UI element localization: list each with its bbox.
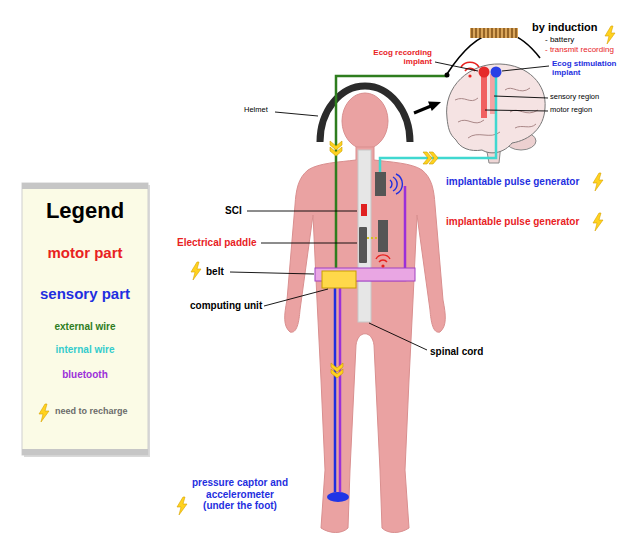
arrow-shaft — [414, 106, 431, 113]
region-label: motor region — [550, 106, 592, 115]
legend-text: need to recharge — [55, 406, 128, 416]
coil-turns — [472, 28, 516, 38]
bluetooth-link — [339, 288, 342, 492]
legend-entry: motor part — [22, 244, 148, 261]
stimulation-implant — [491, 67, 502, 78]
part-label: SCI — [225, 205, 242, 217]
legend-text: internal wire — [56, 344, 115, 355]
legend-text: sensory part — [40, 285, 130, 302]
legend-text: external wire — [54, 321, 115, 332]
arrow-head — [428, 102, 441, 112]
part-label: implantable pulse generator — [446, 216, 579, 228]
leader-line — [275, 112, 318, 116]
part-label: implantable pulse generator — [446, 176, 579, 188]
legend-swatch: sensory part — [40, 285, 130, 302]
wire-connector — [330, 141, 342, 156]
legend-entry: sensory part — [22, 285, 148, 302]
induction-note: - battery — [545, 35, 574, 44]
wireless-symbol — [381, 264, 384, 267]
legend-entry: need to recharge — [55, 406, 128, 416]
computing-unit — [322, 271, 356, 288]
leader-line — [261, 243, 357, 244]
sensor-wire — [334, 288, 337, 492]
legend-title: Legend — [25, 198, 145, 223]
legend-panel — [22, 183, 148, 455]
recharge-bolt — [191, 262, 201, 280]
pulse-generator — [375, 172, 386, 196]
electrical-paddle — [359, 227, 367, 263]
wireless-symbol — [468, 74, 471, 77]
spinal-cord — [358, 150, 371, 322]
legend-entry: bluetooth — [22, 369, 148, 381]
part-label: pressure captor and accelerometer (under… — [191, 477, 290, 512]
leader-line — [230, 272, 314, 274]
legend-entry: external wire — [22, 321, 148, 333]
wireless-symbol — [376, 255, 390, 262]
bluetooth-link — [356, 186, 405, 280]
recharge-bolt — [39, 404, 49, 422]
legend-text: motor part — [48, 244, 123, 261]
recording-implant — [479, 67, 490, 78]
legend-swatch: external wire — [54, 321, 115, 332]
legend-band — [22, 449, 148, 455]
part-label: computing unit — [190, 300, 262, 312]
recharge-bolt — [593, 173, 603, 191]
wire-connector — [331, 363, 343, 378]
leader-line — [369, 323, 427, 350]
external-wire — [336, 76, 447, 271]
induction-note: - transmit recording — [545, 45, 614, 54]
leader-lines — [230, 62, 549, 350]
paddle-link — [367, 237, 378, 239]
induction-title: by induction — [532, 21, 597, 34]
implant-label: Ecog recording implant — [366, 48, 432, 66]
wire-end — [445, 73, 450, 78]
leader-line — [494, 96, 548, 98]
wireless-symbol — [390, 174, 402, 194]
part-label: Helmet — [244, 106, 268, 115]
motor-region — [481, 74, 487, 118]
legend-swatch: motor part — [48, 244, 123, 261]
recharge-bolt — [605, 26, 615, 44]
body-head — [342, 93, 388, 149]
part-label: spinal cord — [430, 346, 483, 358]
recharge-bolt — [177, 497, 187, 515]
leader-line — [264, 289, 328, 306]
wire-connector — [423, 152, 438, 164]
legend-swatch: bluetooth — [62, 369, 108, 380]
leader-line — [502, 66, 549, 71]
recharge-bolt — [593, 213, 603, 231]
region-label: sensory region — [550, 93, 599, 102]
legend-text: bluetooth — [62, 369, 108, 380]
part-label: belt — [206, 266, 224, 278]
body-silhouette — [285, 147, 446, 533]
part-label: Electrical paddle — [177, 237, 256, 249]
pulse-generator — [378, 220, 388, 252]
sci-lesion — [361, 204, 367, 216]
foot-sensor — [327, 492, 349, 502]
legend-band — [22, 183, 148, 189]
legend-swatch: internal wire — [56, 344, 115, 355]
leader-line — [435, 62, 478, 71]
legend-entry: internal wire — [22, 344, 148, 356]
helmet — [320, 86, 410, 142]
leader-line — [485, 110, 548, 111]
coil — [470, 28, 518, 38]
internal-wire — [380, 77, 496, 172]
implant-label: Ecog stimulation implant — [552, 59, 624, 77]
leader-line — [247, 211, 357, 212]
